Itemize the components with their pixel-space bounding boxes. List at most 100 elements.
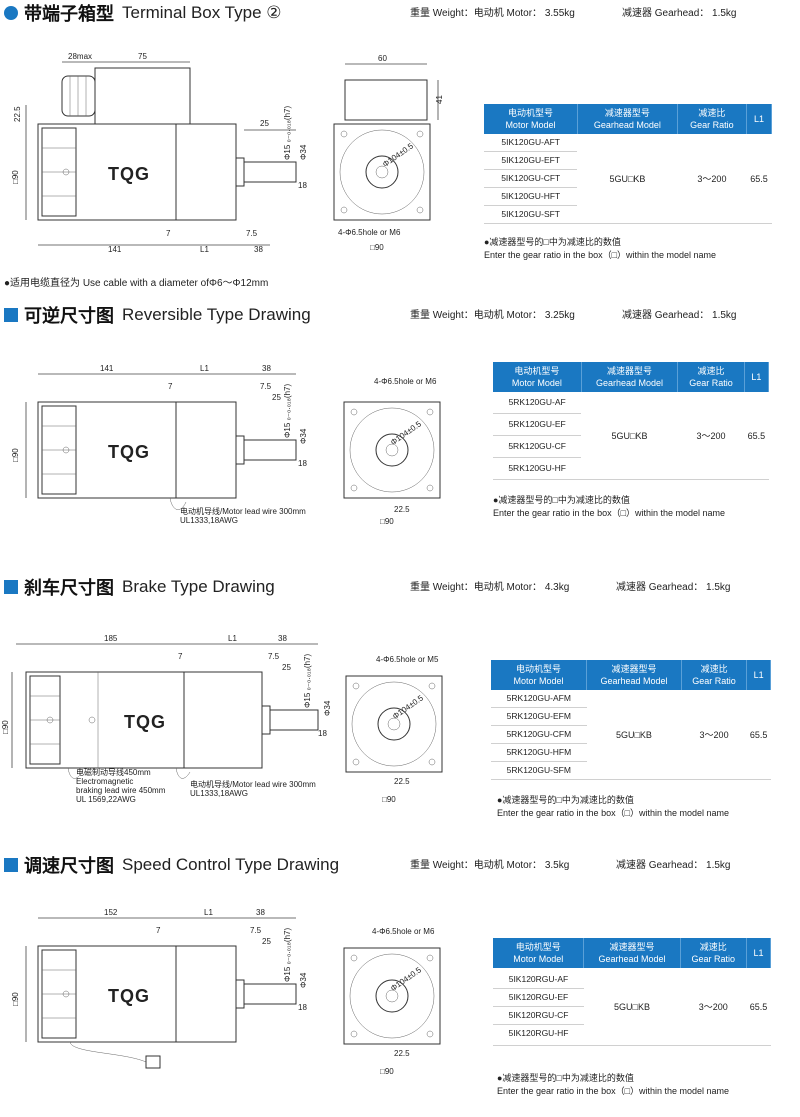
motor-model: 5IK120GU-HFT <box>484 187 578 206</box>
dim-22-5: 22.5 <box>394 777 410 786</box>
l1-value: 65.5 <box>746 968 771 1046</box>
dim-25: 25 <box>262 937 271 946</box>
motor-model: 5RK120GU-CF <box>493 435 582 458</box>
motor-lead-note: 电动机导线/Motor lead wire 300mm UL1333,18AWG <box>180 507 306 525</box>
section-heading: 调速尺寸图 Speed Control Type Drawing <box>4 852 339 878</box>
side-view-drawing: 152 L1 38 7 7.5 25 TQG Φ15 ₀₋₀.₀₁₈(h7) Φ… <box>11 908 308 1069</box>
dim-25: 25 <box>282 663 291 672</box>
mount-hole <box>428 682 436 690</box>
mount-hole <box>350 1030 358 1038</box>
mount-hole <box>426 408 434 416</box>
gearhead-weight: 减速器 Gearhead： 1.5kg <box>622 310 737 321</box>
header-l1: L1 <box>744 362 770 392</box>
motor-model: 5RK120GU-EFM <box>491 707 587 726</box>
front-view-drawing: 4-Φ6.5hole or M5 Φ104±0.5 22.5 □90 <box>345 655 443 804</box>
dim-7-5: 7.5 <box>268 652 280 661</box>
motor-lead-note: 电动机导线/Motor lead wire 300mm UL1333,18AWG <box>190 780 316 798</box>
section-reversible: 可逆尺寸图 Reversible Type Drawing 重量 Weight：… <box>0 302 800 552</box>
mount-hole <box>350 954 358 962</box>
motor-model: 5RK120GU-HFM <box>491 743 587 762</box>
dim-38: 38 <box>254 245 263 254</box>
dim-60: 60 <box>378 54 387 63</box>
dim-7: 7 <box>168 382 173 391</box>
section-title-en: Brake Type Drawing <box>122 577 275 596</box>
section-title-en: Speed Control Type Drawing <box>122 855 340 874</box>
brand-logo: TQG <box>108 442 150 462</box>
dim-square-90: □90 <box>11 170 20 184</box>
side-view-drawing: 185 L1 38 7 7.5 25 TQG Φ15 ₀₋₀.₀₁₈(h7) Φ… <box>1 634 332 779</box>
section-title-cn: 刹车尺寸图 <box>24 578 114 598</box>
dim-185: 185 <box>104 634 118 643</box>
dim-22-5: 22.5 <box>13 106 22 122</box>
dim-l1: L1 <box>228 634 237 643</box>
gear-ratio-note: ●减速器型号的□中为减速比的数值 Enter the gear ratio in… <box>484 237 717 260</box>
motor-model: 5RK120GU-CFM <box>491 725 587 744</box>
dim-square-90-front: □90 <box>382 795 396 804</box>
motor-model: 5IK120GU-EFT <box>484 151 578 170</box>
l1-value: 65.5 <box>744 392 769 480</box>
cable-note: ●适用电缆直径为 Use cable with a diameter ofΦ6～… <box>4 278 269 289</box>
dim-38: 38 <box>278 634 287 643</box>
dim-38: 38 <box>256 908 265 917</box>
section-terminal-box: 带端子箱型 Terminal Box Type ② 重量 Weight：电动机 … <box>0 0 800 290</box>
gear-ratio: 3～200 <box>681 690 747 780</box>
dim-141: 141 <box>100 364 114 373</box>
dim-7-5: 7.5 <box>250 926 262 935</box>
dim-square-90-front: □90 <box>380 517 394 526</box>
gearhead-model: 5GU□KB <box>583 968 681 1046</box>
mount-hole <box>352 758 360 766</box>
motor-model: 5IK120RGU-CF <box>493 1006 584 1025</box>
cable-gland <box>61 75 96 117</box>
gearhead-weight: 减速器 Gearhead： 1.5kg <box>622 8 737 19</box>
shaft-hub <box>375 979 409 1013</box>
gear-ratio-note: ●减速器型号的□中为减速比的数值 Enter the gear ratio in… <box>497 795 730 818</box>
mount-hole <box>426 484 434 492</box>
gearhead-model: 5GU□KB <box>586 690 682 780</box>
bullet-icon <box>4 580 18 594</box>
terminal-box-front <box>344 79 428 121</box>
dim-phi15: Φ15 ₀₋₀.₀₁₈(h7) <box>283 928 292 982</box>
section-speed-control: 调速尺寸图 Speed Control Type Drawing 重量 Weig… <box>0 852 800 1117</box>
motor-model: 5IK120RGU-AF <box>493 968 584 989</box>
l1-value: 65.5 <box>746 134 772 224</box>
dim-phi15: Φ15 ₀₋₀.₀₁₈(h7) <box>283 106 292 160</box>
motor-weight: 重量 Weight：电动机 Motor： 4.3kg <box>410 582 570 593</box>
hole-spec: 4-Φ6.5hole or M6 <box>372 927 435 936</box>
dim-phi34: Φ34 <box>299 428 308 444</box>
motor-weight: 重量 Weight：电动机 Motor： 3.5kg <box>410 860 570 871</box>
dim-phi34: Φ34 <box>299 972 308 988</box>
bullet-icon <box>4 6 18 20</box>
dim-18: 18 <box>298 1003 307 1012</box>
motor-model: 5IK120GU-SFT <box>484 205 578 224</box>
section-title-en: Reversible Type Drawing <box>122 305 311 324</box>
hole-spec: 4-Φ6.5hole or M5 <box>376 655 439 664</box>
hole-spec: 4-Φ6.5hole or M6 <box>338 228 401 237</box>
dim-l1: L1 <box>204 908 213 917</box>
dim-38: 38 <box>262 364 271 373</box>
dim-18: 18 <box>298 181 307 190</box>
front-view-drawing: 60 41 Φ104±0.5 4-Φ6.5hole or M6 □90 <box>333 54 444 252</box>
dim-7-5: 7.5 <box>246 229 258 238</box>
l1-value: 65.5 <box>746 690 771 780</box>
motor-model: 5IK120RGU-HF <box>493 1024 584 1046</box>
dim-phi34: Φ34 <box>323 700 332 716</box>
motor-model: 5RK120GU-HF <box>493 457 582 480</box>
dim-18: 18 <box>318 729 327 738</box>
brand-logo: TQG <box>124 712 166 732</box>
motor-weight: 重量 Weight：电动机 Motor： 3.55kg <box>410 8 575 19</box>
dim-28max: 28max <box>68 52 92 61</box>
bullet-icon <box>4 308 18 322</box>
gear-ratio: 3～200 <box>680 968 747 1046</box>
hole-spec: 4-Φ6.5hole or M6 <box>374 377 437 386</box>
section-title-cn: 带端子箱型 <box>24 4 114 24</box>
output-shaft <box>243 439 297 461</box>
